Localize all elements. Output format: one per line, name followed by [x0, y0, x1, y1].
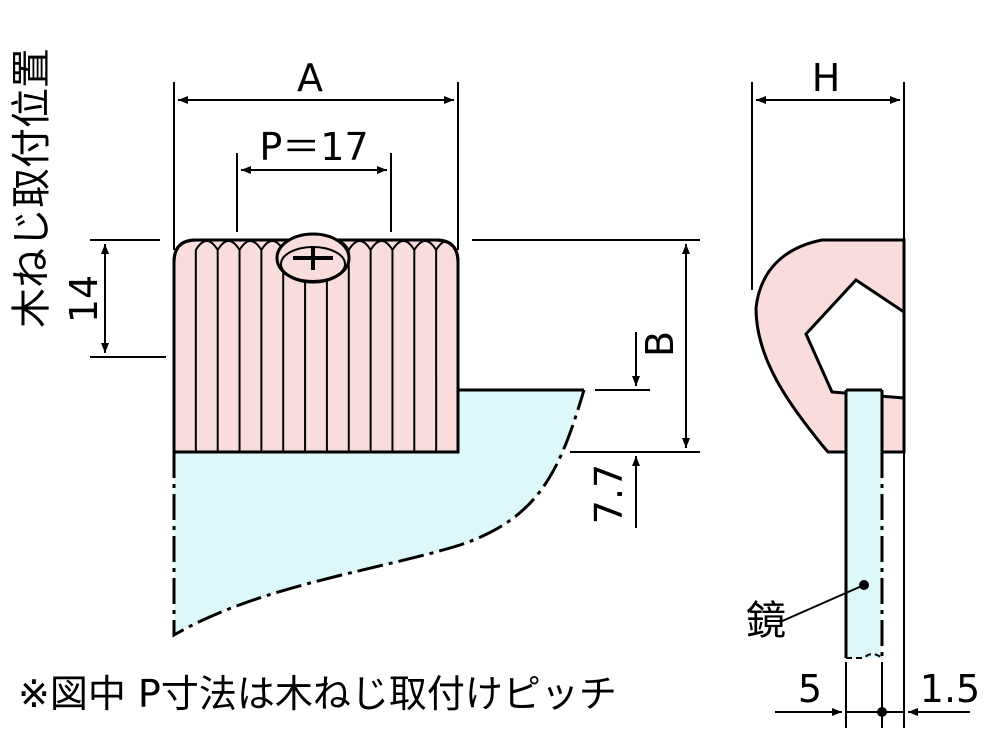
dimension-14-label: 14 — [62, 275, 106, 323]
dimension-b-label: B — [638, 331, 682, 357]
dimension-p — [236, 153, 392, 232]
phillips-screw-head-icon — [275, 232, 351, 284]
footnote: ※図中 P寸法は木ねじ取付けピッチ — [18, 672, 617, 716]
mirror-front-outline — [172, 389, 586, 638]
mirror-leader-line — [779, 584, 865, 623]
dimension-a — [173, 82, 459, 250]
dimension-5-label: 5 — [798, 667, 822, 711]
dimension-p-label: P＝17 — [259, 125, 368, 169]
dimension-h-label: H — [812, 56, 841, 100]
mirror-front-view — [174, 390, 584, 635]
mirror-side-view — [846, 390, 882, 658]
dimension-1-5-label: 1.5 — [920, 667, 980, 711]
dimension-h — [751, 82, 905, 290]
screw-position-label: 木ねじ取付位置 — [9, 48, 55, 328]
dimension-7-7-label: 7.7 — [587, 464, 631, 524]
mirror-label: 鏡 — [746, 598, 786, 644]
dimension-a-label: A — [297, 56, 323, 100]
dimension-5-and-1-5 — [775, 452, 970, 728]
dimension-14 — [90, 239, 166, 358]
stopper-outline — [172, 238, 460, 454]
mirror-side-bottom — [846, 653, 883, 659]
mirror-side-edges — [844, 390, 884, 658]
dimension-b — [472, 239, 700, 453]
